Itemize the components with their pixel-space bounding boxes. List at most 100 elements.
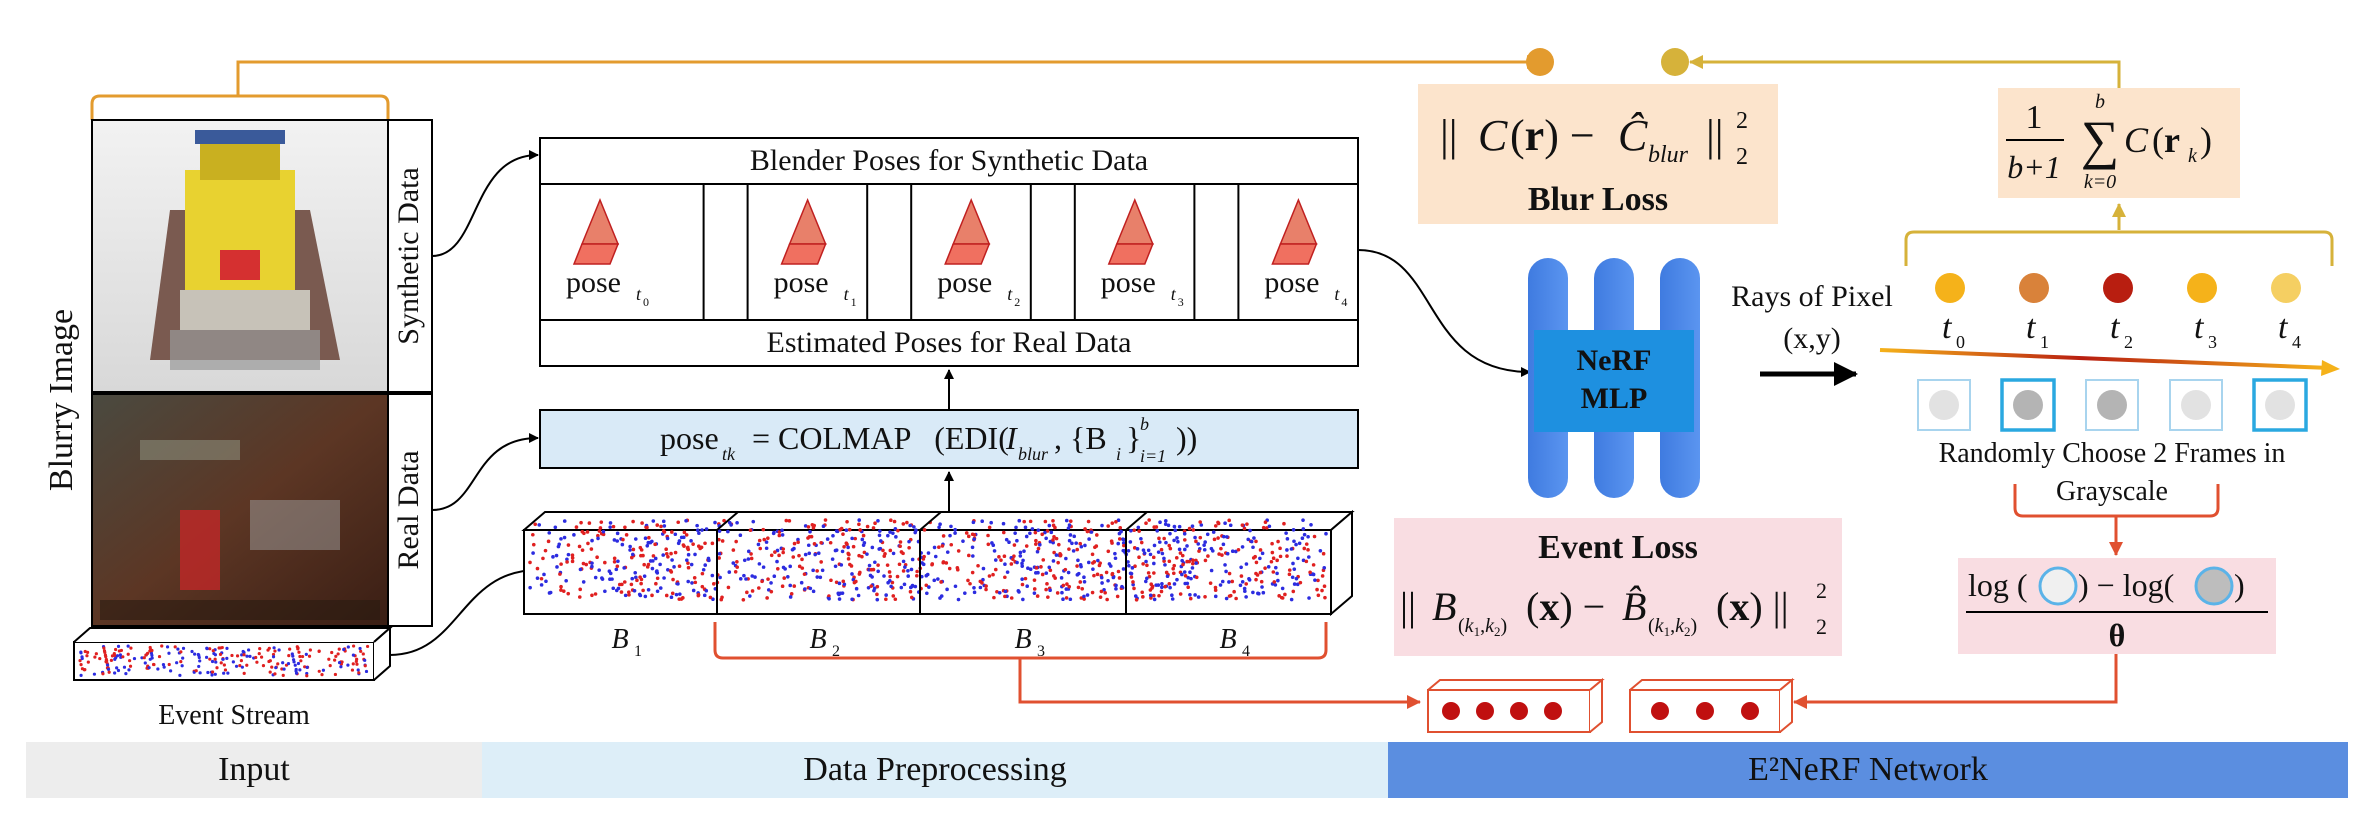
- svg-text:B̂: B̂: [1622, 584, 1646, 629]
- event-dot: [1044, 571, 1049, 575]
- event-dot: [833, 548, 838, 553]
- event-dot: [897, 562, 902, 567]
- svg-text:)): )): [1176, 420, 1197, 456]
- svg-text:2: 2: [1736, 144, 1748, 170]
- event-dot: [1095, 572, 1100, 577]
- event-dot: [1128, 540, 1133, 544]
- event-dot: [902, 582, 907, 587]
- event-dot: [531, 542, 536, 547]
- event-dot: [1254, 560, 1259, 565]
- event-dot: [993, 558, 998, 562]
- event-dot: [1043, 530, 1047, 535]
- event-dot: [777, 530, 782, 534]
- event-dot: [590, 538, 594, 543]
- event-dot: [937, 545, 941, 550]
- event-dot: [559, 584, 563, 589]
- event-dot: [806, 525, 811, 529]
- time-axis-arrowhead: [2321, 360, 2340, 376]
- event-dot: [1113, 556, 1118, 561]
- event-dot: [598, 526, 603, 530]
- event-dot: [1066, 570, 1071, 575]
- event-dot: [821, 524, 826, 529]
- event-dot: [639, 548, 644, 552]
- event-dot: [671, 577, 675, 582]
- event-dot: [355, 657, 359, 661]
- event-dot: [997, 555, 1001, 559]
- timestamp-label: t: [2278, 309, 2289, 346]
- event-dot: [581, 580, 586, 584]
- event-dot: [1151, 593, 1156, 598]
- event-dot: [933, 554, 938, 559]
- event-dot: [616, 559, 620, 564]
- event-dot: [891, 551, 896, 556]
- event-dot: [299, 659, 303, 663]
- event-dot: [277, 648, 281, 652]
- synthetic-label-box: [387, 119, 433, 393]
- event-dot: [651, 519, 656, 523]
- event-dot: [150, 656, 154, 660]
- event-dot: [664, 593, 669, 598]
- event-dot: [551, 555, 555, 559]
- event-dot: [908, 523, 912, 528]
- event-dot: [856, 593, 861, 598]
- event-dot: [1185, 544, 1189, 548]
- event-dot: [686, 565, 691, 570]
- event-dot: [818, 575, 823, 580]
- event-dot: [317, 649, 321, 653]
- event-dot: [241, 649, 245, 654]
- grayscale-frame-pixel: [2181, 390, 2211, 420]
- event-dot: [1083, 543, 1087, 548]
- event-dot: [885, 563, 890, 567]
- event-dot: [1160, 551, 1165, 556]
- event-dot: [1058, 553, 1063, 558]
- event-dot: [1164, 540, 1168, 545]
- event-dot: [681, 596, 685, 600]
- event-dot: [792, 541, 797, 546]
- event-dot: [1261, 525, 1266, 530]
- event-dot: [578, 567, 583, 572]
- event-dot: [1183, 574, 1188, 578]
- event-dot: [682, 530, 687, 535]
- event-dot: [271, 655, 276, 659]
- event-dot: [533, 522, 538, 527]
- event-dot: [654, 581, 658, 586]
- svg-text:, {B: , {B: [1054, 420, 1107, 456]
- event-dot: [1068, 533, 1073, 537]
- event-dot: [1206, 554, 1210, 558]
- event-dot: [1144, 521, 1148, 526]
- svg-text:I: I: [1005, 420, 1018, 456]
- event-dot: [1196, 542, 1201, 546]
- event-dot: [169, 669, 173, 673]
- event-dot: [1301, 527, 1306, 531]
- event-dot: [98, 656, 102, 661]
- event-dot: [1139, 536, 1143, 541]
- event-dot: [713, 520, 717, 525]
- event-dot: [858, 528, 862, 532]
- event-dot: [815, 569, 819, 573]
- nerf-mlp: NeRF MLP: [1528, 258, 1700, 498]
- event-dot: [1014, 525, 1018, 530]
- event-dot: [702, 593, 707, 598]
- event-dot: [1224, 596, 1229, 601]
- event-dot: [179, 660, 183, 664]
- svg-text:(r) −: (r) −: [1510, 111, 1595, 160]
- event-dot: [601, 532, 606, 537]
- svg-text:2: 2: [1736, 108, 1748, 134]
- event-dot: [1223, 563, 1227, 567]
- event-dot: [1100, 523, 1104, 528]
- event-dot: [797, 553, 801, 558]
- event-dot: [696, 593, 701, 597]
- event-dot: [936, 577, 940, 581]
- event-dot: [1177, 547, 1182, 552]
- event-dot: [1202, 543, 1206, 547]
- event-dot: [742, 573, 746, 578]
- event-dot: [1302, 532, 1307, 537]
- event-dot: [787, 519, 792, 523]
- event-dot: [1056, 560, 1060, 565]
- event-dot: [980, 519, 984, 524]
- event-dot: [846, 557, 851, 561]
- event-dot: [1015, 560, 1019, 565]
- event-dot: [101, 672, 105, 676]
- event-dot: [775, 559, 779, 564]
